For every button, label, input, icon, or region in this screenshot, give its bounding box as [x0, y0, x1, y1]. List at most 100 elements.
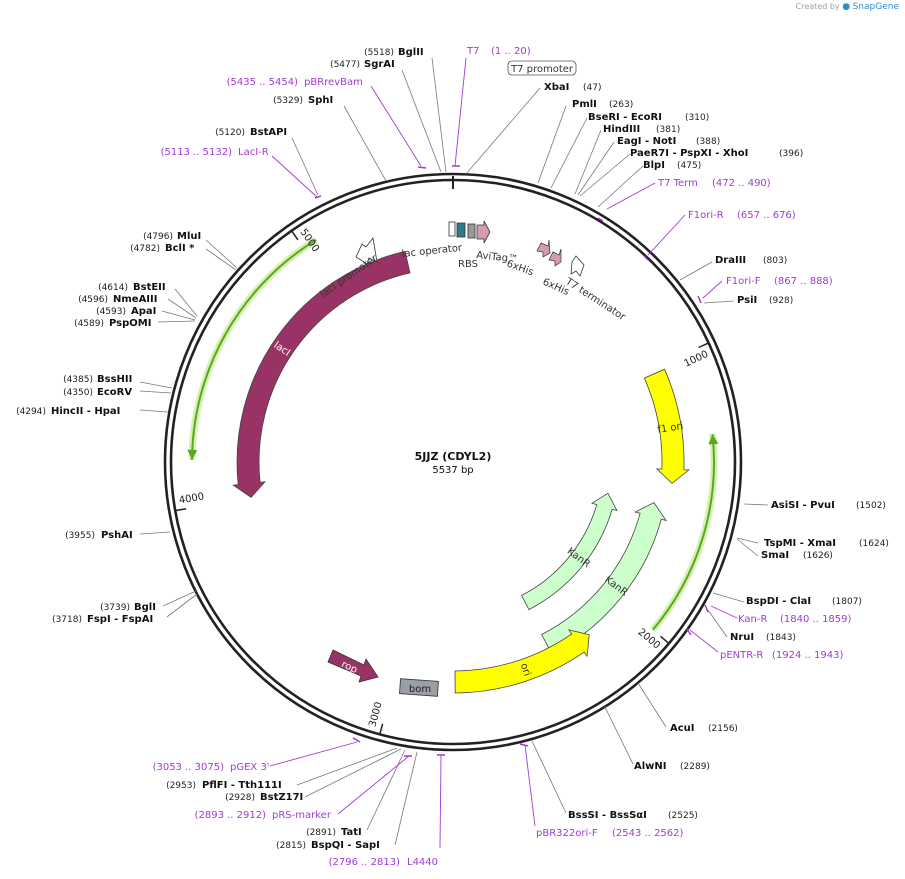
enzyme-bsssi-bsssai[interactable]: BssSI - BssSαI (2525): [568, 810, 698, 821]
enzyme-pspomi[interactable]: (4589) PspOMI: [74, 318, 151, 329]
lac-operator-label: lac operator: [401, 243, 463, 260]
feature-kanr-2[interactable]: KanR: [541, 502, 668, 655]
primer-f1ori-f[interactable]: F1ori-F (867 .. 888): [726, 276, 833, 287]
svg-text:BlpI: BlpI: [643, 160, 665, 171]
enzyme-ecorv[interactable]: (4350) EcoRV: [63, 387, 132, 398]
svg-text:(928): (928): [769, 296, 793, 306]
outer-lane-arrow-laci[interactable]: [191, 239, 317, 460]
snapgene-logo-icon: ●: [842, 2, 851, 12]
enzyme-pflfi-tth111i[interactable]: (2953) PflFI - Tth111I: [166, 780, 282, 791]
tick-label-4000: 4000: [178, 491, 205, 506]
enzyme-hindiii[interactable]: HindIII (381): [603, 124, 680, 135]
rop-feature[interactable]: rop: [327, 649, 379, 683]
lac-operator-feature[interactable]: [448, 221, 456, 237]
outer-lane-features: [187, 236, 719, 633]
primer-f1ori-r[interactable]: F1ori-R (657 .. 676): [688, 210, 796, 221]
svg-text:NmeAIII: NmeAIII: [113, 294, 157, 305]
svg-text:L4440: L4440: [407, 857, 438, 868]
enzyme-psii[interactable]: PsiI (928): [737, 295, 793, 306]
enzyme-smai[interactable]: SmaI (1626): [761, 550, 833, 561]
enzyme-bstz17i[interactable]: (2928) BstZ17I: [225, 792, 303, 803]
svg-text:(4796): (4796): [143, 232, 173, 242]
enzyme-bstapi[interactable]: (5120) BstAPI: [215, 127, 287, 138]
enzyme-bgli[interactable]: (3739) BglI: [100, 602, 156, 613]
enzyme-nmeaiii[interactable]: (4596) NmeAIII: [78, 294, 157, 305]
enzyme-acui[interactable]: AcuI (2156): [670, 723, 738, 734]
svg-text:(4596): (4596): [78, 295, 108, 305]
svg-text:(1626): (1626): [803, 551, 833, 561]
enzyme-eagi-noti[interactable]: EagI - NotI (388): [617, 136, 720, 147]
primer-l4440[interactable]: (2796 .. 2813) L4440: [329, 857, 438, 868]
enzyme-sphi[interactable]: (5329) SphI: [273, 95, 333, 106]
tick-mark-2000: [660, 635, 670, 644]
primer-kan-r[interactable]: Kan-R (1840 .. 1859): [738, 614, 852, 625]
enzyme-sgrai[interactable]: (5477) SgrAI: [330, 59, 395, 70]
feature-f1-ori-0[interactable]: f1 ori: [643, 368, 691, 484]
enzyme-blpi[interactable]: BlpI (475): [643, 160, 701, 171]
feature-ori-3[interactable]: ori: [454, 629, 590, 694]
enzyme-bspqi-sapi[interactable]: (2815) BspQI - SapI: [276, 840, 380, 851]
svg-text:(381): (381): [656, 125, 680, 135]
svg-text:(2543 .. 2562): (2543 .. 2562): [612, 828, 684, 839]
t7-promoter-box[interactable]: T7 promoter: [507, 60, 577, 76]
svg-text:(5120): (5120): [215, 128, 245, 138]
enzyme-paer7i-pspxi-xhoi[interactable]: PaeR7I - PspXI - XhoI (396): [630, 148, 803, 159]
svg-text:(2891): (2891): [306, 828, 336, 838]
svg-text:(4782): (4782): [130, 244, 160, 254]
primer-pentr-r[interactable]: pENTR-R (1924 .. 1943): [720, 650, 844, 661]
svg-text:(472 .. 490): (472 .. 490): [712, 178, 771, 189]
svg-text:(2893 .. 2912): (2893 .. 2912): [195, 810, 267, 821]
primer-pbrrevbam[interactable]: (5435 .. 5454) pBRrevBam: [227, 77, 363, 88]
enzyme-pshai[interactable]: (3955) PshAI: [65, 530, 133, 541]
enzyme-hincii-hpai[interactable]: (4294) HincII - HpaI: [16, 406, 120, 417]
primer-pbr322ori-f[interactable]: pBR322ori-F (2543 .. 2562): [536, 828, 684, 839]
primer-t7[interactable]: T7 (1 .. 20): [466, 46, 531, 57]
enzyme-bcli[interactable]: (4782) BclI *: [130, 243, 195, 254]
enzyme-bsteii[interactable]: (4614) BstEII: [98, 282, 166, 293]
enzyme-pmli[interactable]: PmlI (263): [572, 99, 633, 110]
6xhis-feature-2[interactable]: [548, 248, 562, 267]
svg-text:SgrAI: SgrAI: [364, 59, 395, 70]
enzyme-bglii[interactable]: (5518) BglII: [364, 47, 424, 58]
enzyme-fspi-fspai[interactable]: (3718) FspI - FspAI: [52, 614, 153, 625]
enzyme-asisi-pvui[interactable]: AsiSI - PvuI (1502): [771, 500, 886, 511]
outer-lane-arrowhead-kanr: [708, 434, 719, 445]
rbs-feature[interactable]: [456, 222, 466, 238]
cdyl2-insert-arrow[interactable]: [476, 220, 491, 244]
enzyme-draiii[interactable]: DraIII (803): [715, 255, 787, 266]
t7-terminator-label: T7 terminator: [563, 276, 628, 324]
laci-promoter-feature[interactable]: [355, 237, 378, 265]
primer-prs-marker[interactable]: (2893 .. 2912) pRS-marker: [195, 810, 332, 821]
enzyme-tati[interactable]: (2891) TatI: [306, 827, 362, 838]
feature-kanr-1[interactable]: KanR: [521, 492, 618, 611]
t7-terminator-feature[interactable]: [570, 255, 585, 277]
svg-text:PaeR7I - PspXI - XhoI: PaeR7I - PspXI - XhoI: [630, 148, 748, 159]
enzyme-xbai[interactable]: XbaI (47): [544, 82, 601, 93]
feature-laci-4[interactable]: lacI: [232, 250, 411, 498]
enzyme-alwni[interactable]: AlwNI (2289): [634, 761, 710, 772]
svg-text:(4385): (4385): [63, 375, 93, 385]
6xhis-feature-1[interactable]: [536, 239, 551, 258]
enzyme-tspmi-xmai[interactable]: TspMI - XmaI (1624): [764, 538, 889, 549]
primer-laci-r[interactable]: (5113 .. 5132) LacI-R: [161, 147, 269, 158]
tick-label-1000: 1000: [682, 349, 710, 370]
svg-text:pENTR-R: pENTR-R: [720, 650, 763, 661]
svg-text:BstAPI: BstAPI: [250, 127, 287, 138]
svg-text:BseRI - EcoRI: BseRI - EcoRI: [588, 112, 662, 123]
enzyme-bsshii[interactable]: (4385) BssHII: [63, 374, 132, 385]
enzyme-bseri-ecori[interactable]: BseRI - EcoRI (310): [588, 112, 709, 123]
enzyme-bspdi-clai[interactable]: BspDI - ClaI (1807): [746, 596, 862, 607]
outer-lane-arrow-kanr[interactable]: [652, 433, 715, 631]
primer-pgex-3[interactable]: (3053 .. 3075) pGEX 3': [153, 762, 270, 773]
svg-text:pBRrevBam: pBRrevBam: [304, 77, 363, 88]
svg-text:BspDI - ClaI: BspDI - ClaI: [746, 596, 811, 607]
avitag-feature[interactable]: [467, 223, 476, 239]
backbone-ring-outer: [163, 172, 743, 752]
enzyme-apai[interactable]: (4593) ApaI: [96, 306, 156, 317]
enzyme-nrui[interactable]: NruI (1843): [730, 632, 796, 643]
svg-text:BglII: BglII: [398, 47, 424, 58]
bom-feature[interactable]: bom: [399, 678, 439, 697]
primer-t7-term[interactable]: T7 Term (472 .. 490): [657, 178, 771, 189]
enzyme-mlui[interactable]: (4796) MluI: [143, 231, 201, 242]
svg-text:BspQI - SapI: BspQI - SapI: [311, 840, 380, 851]
